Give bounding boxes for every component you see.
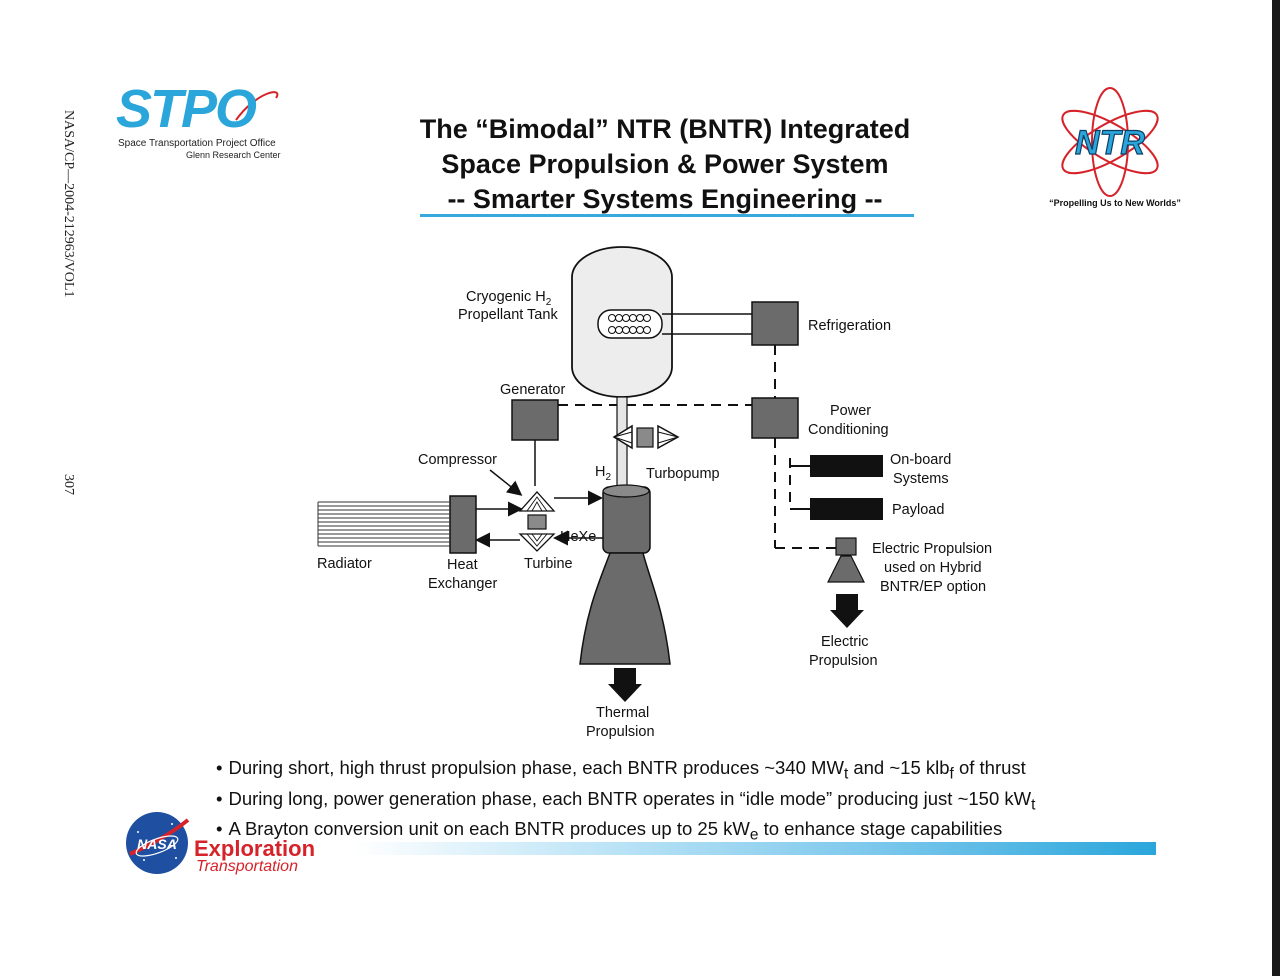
onboard-label-line1: On-board [890, 452, 951, 468]
thermal-label-line1: Thermal [596, 705, 649, 721]
nasa-meatball-icon: NASA [126, 812, 190, 874]
bullet-list: During short, high thrust propulsion pha… [216, 756, 1216, 848]
stpo-logo: STPO Space Transportation Project Office… [116, 82, 296, 164]
atom-icon: NTR [1061, 87, 1159, 197]
turbine-label: Turbine [524, 556, 573, 572]
electric-label-line2: Propulsion [809, 653, 878, 669]
radiator-fins [317, 501, 450, 547]
footer-subtitle: Transportation [196, 858, 298, 875]
cooling-coil-loops [608, 314, 651, 334]
ntr-logo: NTR [1040, 84, 1190, 214]
payload-unit [810, 498, 883, 520]
ep-thruster [827, 555, 865, 583]
power-label-line1: Power [830, 403, 871, 419]
compressor-turbine-unit [518, 491, 556, 552]
ep-label-line1: Electric Propulsion [872, 541, 992, 557]
turbopump-label: Turbopump [646, 466, 720, 482]
footer-gradient-bar [354, 842, 1156, 855]
bullet-item: During long, power generation phase, eac… [216, 787, 1216, 818]
stpo-office-name: Space Transportation Project Office [118, 138, 276, 149]
screen-edge [1272, 0, 1280, 976]
power-conditioning-unit [751, 397, 799, 439]
ep-label-line2: used on Hybrid [884, 560, 982, 576]
rocket-nozzle [579, 552, 671, 665]
bullet-item: During short, high thrust propulsion pha… [216, 756, 1216, 787]
generator-label: Generator [500, 382, 565, 398]
onboard-label-line2: Systems [893, 471, 949, 487]
stpo-center-name: Glenn Research Center [186, 150, 281, 160]
thermal-label-line2: Propulsion [586, 724, 655, 740]
heat-exchanger-label-line1: Heat [447, 557, 478, 573]
electric-propulsion-arrow-icon [830, 594, 864, 628]
ep-label-line3: BNTR/EP option [880, 579, 986, 595]
refrigeration-label: Refrigeration [808, 318, 891, 334]
stpo-mark: STPO [116, 79, 257, 139]
compressor-label: Compressor [418, 452, 497, 468]
title-line-2: Space Propulsion & Power System [441, 149, 889, 179]
thermal-propulsion-arrow-icon [608, 668, 642, 702]
heat-exchanger-label-line2: Exchanger [428, 576, 497, 592]
bullet-item: A Brayton conversion unit on each BNTR p… [216, 817, 1216, 848]
power-label-line2: Conditioning [808, 422, 889, 438]
payload-label: Payload [892, 502, 944, 518]
tank-label-line1: Cryogenic H2 [466, 289, 552, 308]
electric-label-line1: Electric [821, 634, 869, 650]
footer-title: Exploration [194, 836, 316, 861]
hexe-label: HeXe [560, 529, 596, 545]
radiator-label: Radiator [317, 556, 372, 572]
ep-power-unit [835, 537, 857, 556]
title-underline [420, 214, 914, 217]
refrigeration-unit [751, 301, 799, 346]
title-line-3: -- Smarter Systems Engineering -- [447, 184, 883, 214]
stpo-swoosh-icon [235, 91, 279, 121]
slide-title: The “Bimodal” NTR (BNTR) Integrated Spac… [380, 112, 950, 217]
turbopump [612, 424, 680, 450]
tank-label-line2: Propellant Tank [458, 307, 558, 323]
h2-label: H2 [595, 464, 611, 483]
heat-exchanger-unit [449, 495, 477, 554]
title-line-1: The “Bimodal” NTR (BNTR) Integrated [419, 114, 911, 144]
onboard-systems-unit [810, 455, 883, 477]
ntr-tagline: “Propelling Us to New Worlds” [1049, 198, 1181, 208]
tank-cooling-coil [597, 309, 663, 339]
nasa-wordmark: NASA [137, 836, 177, 852]
ntr-mark: NTR [1075, 124, 1145, 162]
generator-unit [511, 399, 559, 441]
